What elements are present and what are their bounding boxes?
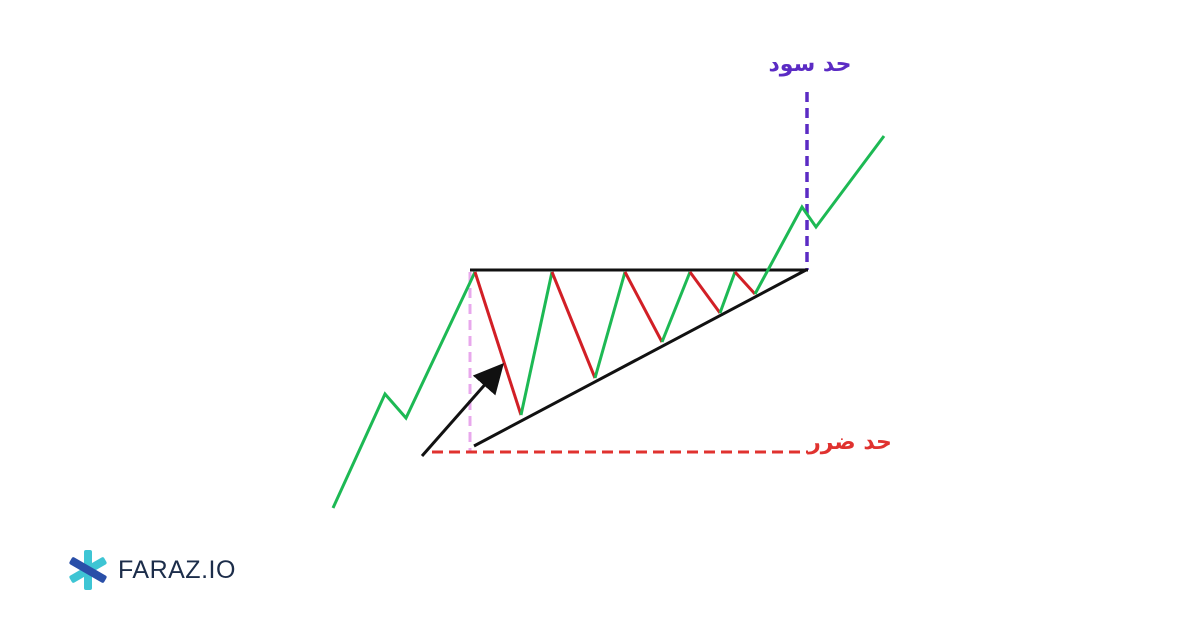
- take-profit-label: حد سود: [768, 52, 852, 77]
- price-breakout: [753, 135, 886, 295]
- up-leg-3: [660, 271, 692, 343]
- brand-name: FARAZ.IO: [118, 555, 236, 584]
- up-leg-4: [718, 271, 737, 314]
- brand-logo: FARAZ.IO: [66, 548, 236, 592]
- stop-loss-label: حد ضرر: [808, 430, 892, 455]
- up-leg-2: [593, 271, 627, 379]
- down-leg-2: [550, 271, 597, 379]
- down-leg-1: [473, 271, 523, 416]
- down-leg-3: [623, 271, 664, 343]
- price-uptrend-before: [331, 271, 477, 509]
- up-leg-1: [519, 271, 554, 416]
- asterisk-logo-icon: [69, 550, 107, 590]
- down-leg-5: [733, 270, 757, 296]
- rising-support-trendline: [473, 268, 807, 448]
- down-leg-4: [688, 271, 722, 314]
- entry-arrow: [420, 362, 504, 457]
